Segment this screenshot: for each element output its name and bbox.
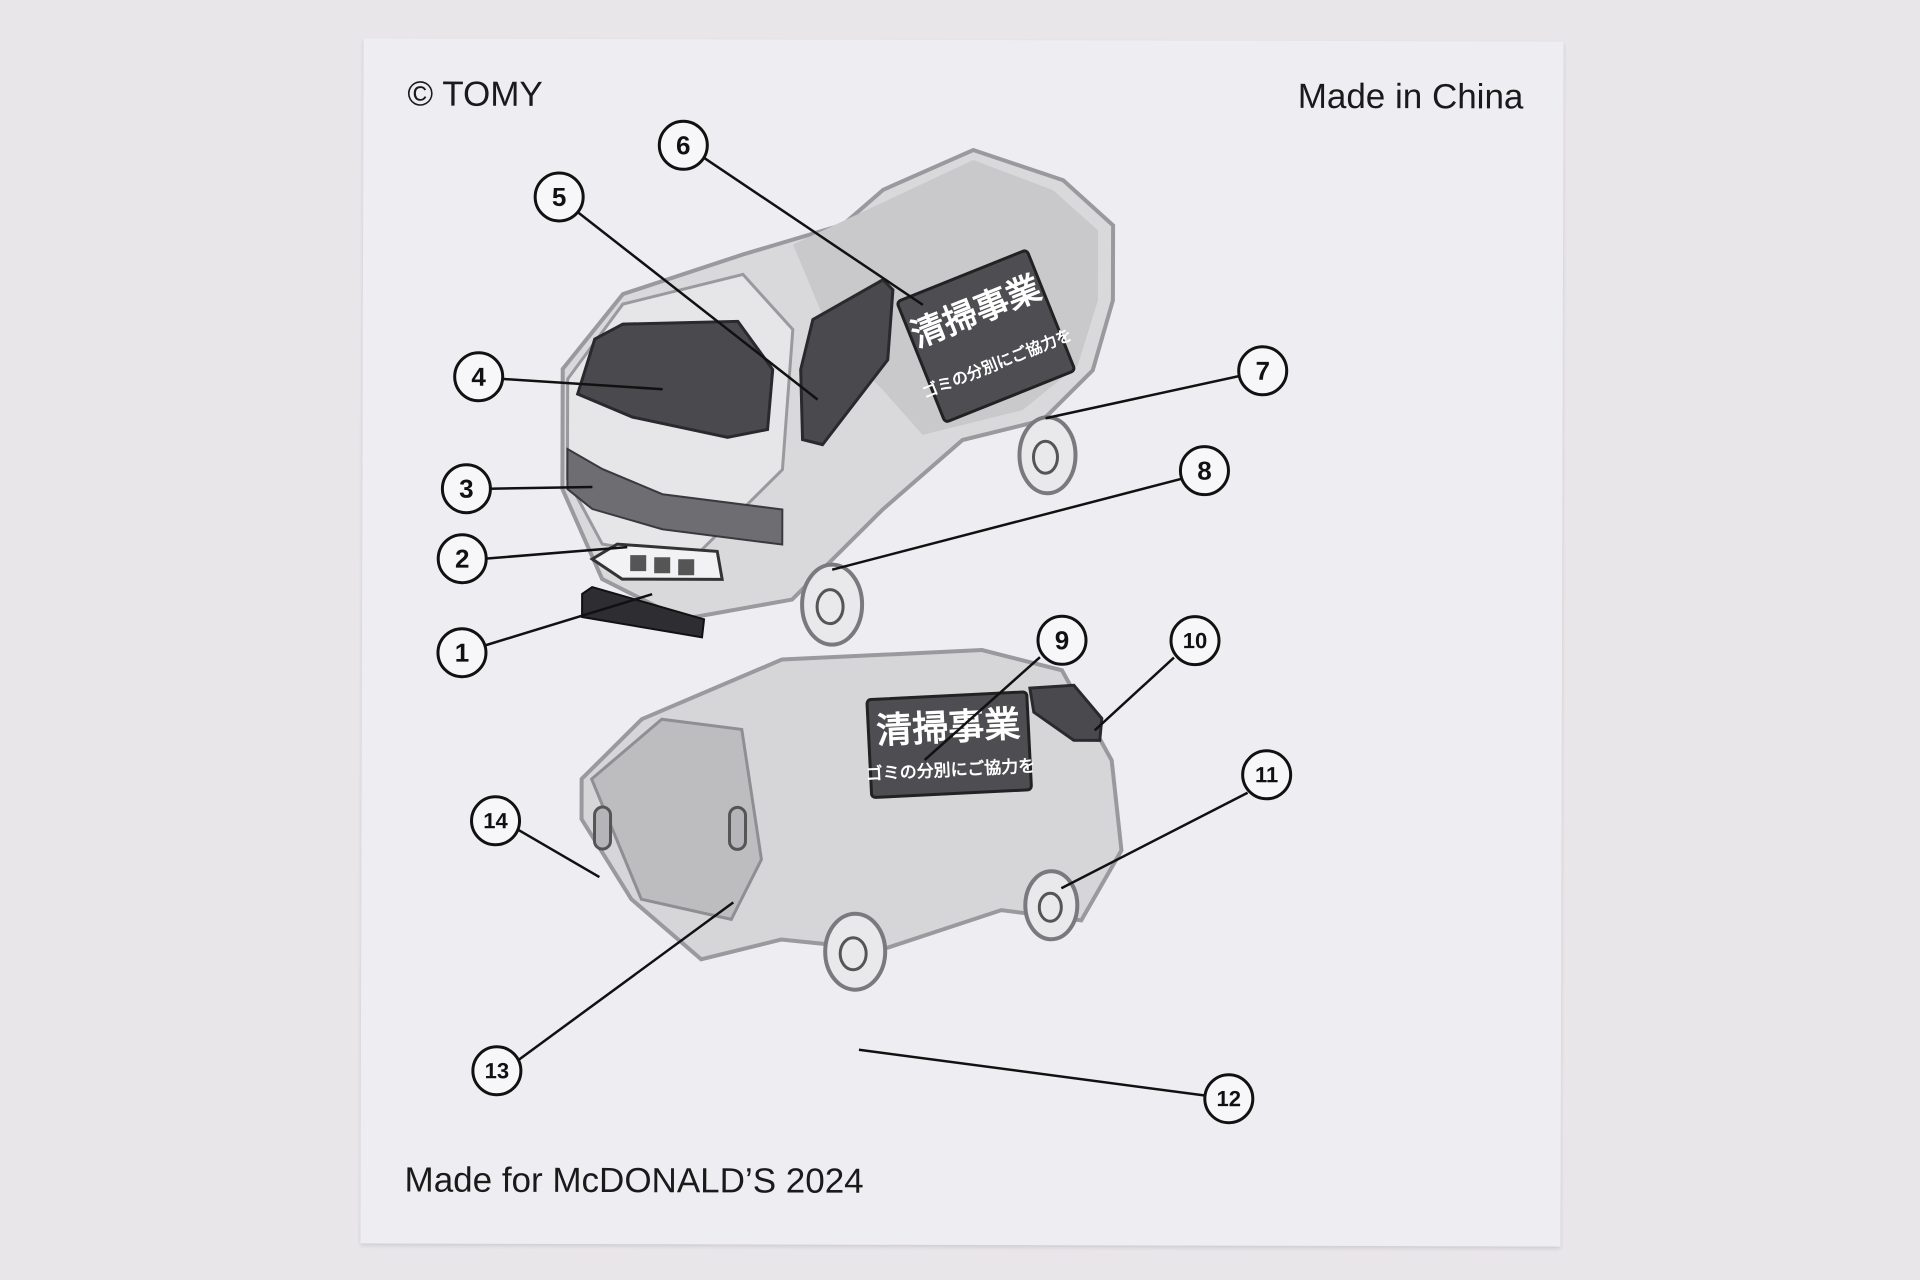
svg-text:6: 6 bbox=[676, 130, 691, 160]
rear-left-wheel bbox=[823, 911, 888, 992]
callout-2: 2 bbox=[436, 533, 488, 585]
callout-4: 4 bbox=[453, 351, 505, 403]
svg-text:5: 5 bbox=[552, 182, 567, 212]
svg-text:9: 9 bbox=[1055, 625, 1070, 655]
callout-11: 11 bbox=[1241, 749, 1293, 801]
svg-text:14: 14 bbox=[483, 808, 508, 833]
callout-5: 5 bbox=[533, 171, 585, 223]
rear-sign-panel: 清掃事業 ゴミの分別にご協力を bbox=[865, 690, 1036, 799]
callout-13: 13 bbox=[471, 1045, 523, 1097]
callout-14: 14 bbox=[470, 795, 522, 847]
callout-10: 10 bbox=[1169, 615, 1221, 667]
tail-light-right-sticker bbox=[727, 805, 748, 851]
svg-text:8: 8 bbox=[1197, 456, 1212, 486]
rear-sign-title: 清掃事業 bbox=[875, 704, 1021, 752]
callout-6: 6 bbox=[657, 119, 709, 171]
callout-1: 1 bbox=[436, 627, 488, 679]
svg-text:7: 7 bbox=[1255, 356, 1270, 386]
svg-text:13: 13 bbox=[485, 1058, 510, 1083]
truck-front-illustration: 清掃事業 ゴミの分別にご協力を bbox=[560, 147, 1116, 647]
tail-light-left-sticker bbox=[592, 805, 613, 851]
front-rear-wheel bbox=[1017, 415, 1078, 496]
callout-9: 9 bbox=[1036, 614, 1088, 666]
front-stripe-sticker bbox=[566, 447, 784, 546]
svg-text:2: 2 bbox=[455, 544, 470, 574]
sticker-diagram: 清掃事業 ゴミの分別にご協力を 清掃事業 ゴミの分別にご協力を bbox=[436, 119, 1293, 1125]
svg-text:12: 12 bbox=[1217, 1086, 1242, 1111]
side-window-sticker bbox=[799, 277, 895, 447]
rear-right-wheel bbox=[1023, 869, 1080, 942]
leader-lines bbox=[483, 156, 1249, 1097]
rear-window-sticker bbox=[1028, 683, 1104, 742]
callout-8: 8 bbox=[1178, 445, 1230, 497]
bumper-plate-sticker bbox=[581, 585, 706, 639]
truck-rear-illustration: 清掃事業 ゴミの分別にご協力を bbox=[579, 648, 1124, 992]
svg-text:1: 1 bbox=[455, 638, 470, 668]
svg-text:10: 10 bbox=[1183, 628, 1208, 653]
svg-text:4: 4 bbox=[471, 362, 486, 392]
front-front-wheel bbox=[800, 562, 865, 647]
callout-3: 3 bbox=[440, 463, 492, 515]
callout-7: 7 bbox=[1237, 345, 1289, 397]
instruction-sheet: © TOMY Made in China Made for McDONALD’S… bbox=[360, 38, 1564, 1247]
windshield-sticker bbox=[575, 319, 775, 439]
svg-text:3: 3 bbox=[459, 474, 474, 504]
svg-text:11: 11 bbox=[1255, 762, 1278, 787]
callout-12: 12 bbox=[1203, 1073, 1255, 1125]
